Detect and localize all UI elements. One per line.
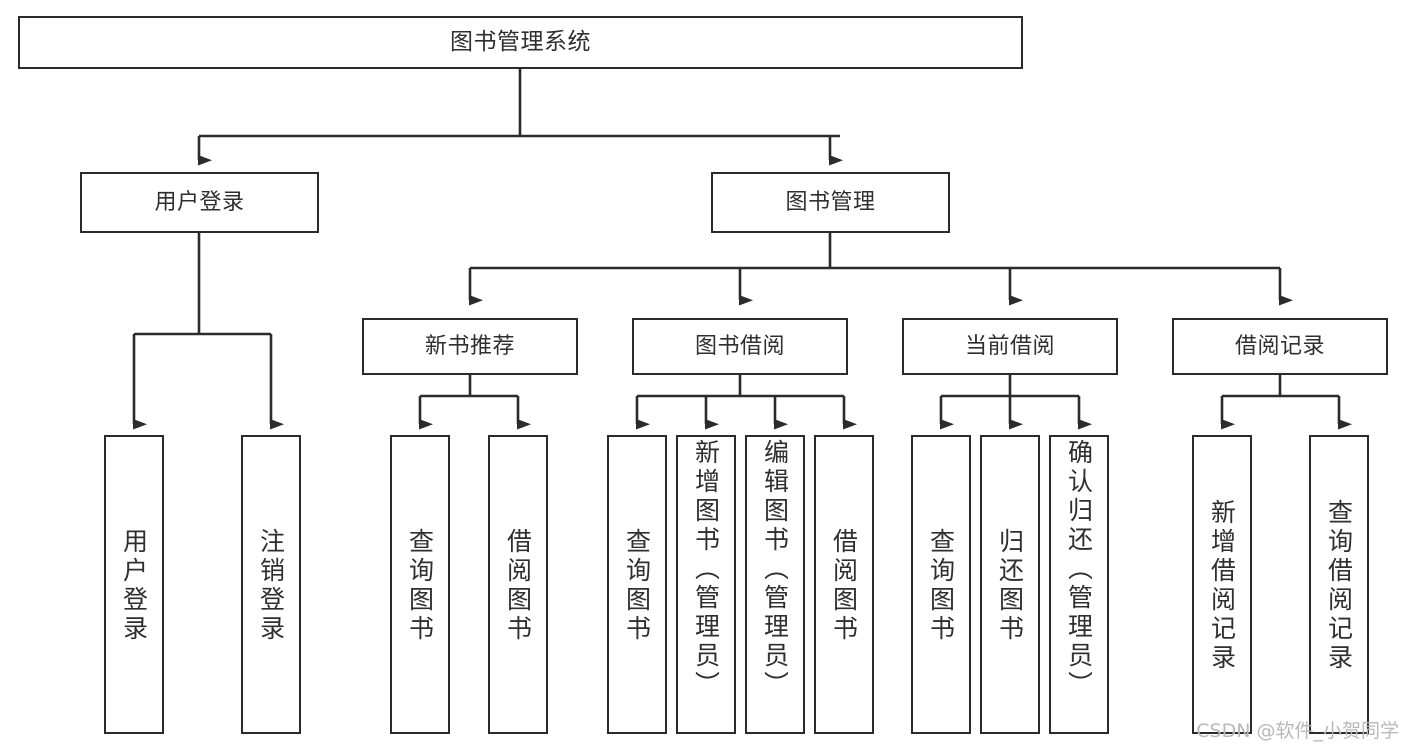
- node-user-login[interactable]: 用户登录: [80, 172, 319, 233]
- node-root[interactable]: 图书管理系统: [18, 16, 1023, 69]
- node-new-book-recommend[interactable]: 新书推荐: [362, 318, 578, 375]
- node-book-borrow-label: 图书借阅: [694, 333, 785, 359]
- node-book-manage[interactable]: 图书管理: [711, 172, 950, 233]
- node-borrow-record-label: 借阅记录: [1234, 333, 1325, 359]
- node-leaf-add-book-admin-label: 新增图书（管理员）: [693, 439, 719, 700]
- node-leaf-query-book-1-label: 查询图书: [407, 527, 433, 644]
- node-leaf-logout-login-label: 注销登录: [258, 527, 284, 644]
- node-leaf-add-borrow-record[interactable]: 新增借阅记录: [1192, 435, 1252, 734]
- node-borrow-record[interactable]: 借阅记录: [1172, 318, 1388, 375]
- node-current-borrow-label: 当前借阅: [964, 333, 1055, 359]
- node-leaf-query-book-2[interactable]: 查询图书: [607, 435, 667, 734]
- node-leaf-confirm-return-admin[interactable]: 确认归还（管理员）: [1049, 435, 1109, 734]
- node-leaf-add-borrow-record-label: 新增借阅记录: [1209, 498, 1235, 673]
- node-leaf-return-book[interactable]: 归还图书: [980, 435, 1040, 734]
- node-leaf-edit-book-admin-label: 编辑图书（管理员）: [762, 439, 788, 700]
- node-leaf-return-book-label: 归还图书: [997, 527, 1023, 644]
- node-leaf-add-book-admin[interactable]: 新增图书（管理员）: [676, 435, 736, 734]
- node-leaf-borrow-book-1-label: 借阅图书: [505, 527, 531, 644]
- node-leaf-confirm-return-admin-label: 确认归还（管理员）: [1066, 439, 1092, 700]
- node-leaf-user-login-label: 用户登录: [121, 527, 147, 644]
- node-leaf-query-book-3[interactable]: 查询图书: [911, 435, 971, 734]
- node-user-login-label: 用户登录: [154, 189, 245, 215]
- node-book-manage-label: 图书管理: [785, 189, 876, 215]
- node-leaf-borrow-book-2[interactable]: 借阅图书: [814, 435, 874, 734]
- node-leaf-user-login[interactable]: 用户登录: [104, 435, 164, 734]
- watermark: CSDN @软件_小贺同学: [1196, 720, 1399, 742]
- node-leaf-query-book-1[interactable]: 查询图书: [390, 435, 450, 734]
- node-leaf-query-borrow-record-label: 查询借阅记录: [1326, 498, 1352, 673]
- node-root-label: 图书管理系统: [450, 29, 591, 56]
- node-leaf-query-borrow-record[interactable]: 查询借阅记录: [1309, 435, 1369, 734]
- node-leaf-query-book-3-label: 查询图书: [928, 527, 954, 644]
- node-leaf-logout-login[interactable]: 注销登录: [241, 435, 301, 734]
- node-new-book-recommend-label: 新书推荐: [424, 333, 515, 359]
- node-book-borrow[interactable]: 图书借阅: [632, 318, 848, 375]
- node-leaf-query-book-2-label: 查询图书: [624, 527, 650, 644]
- node-leaf-borrow-book-1[interactable]: 借阅图书: [488, 435, 548, 734]
- node-current-borrow[interactable]: 当前借阅: [902, 318, 1118, 375]
- node-leaf-edit-book-admin[interactable]: 编辑图书（管理员）: [745, 435, 805, 734]
- node-leaf-borrow-book-2-label: 借阅图书: [831, 527, 857, 644]
